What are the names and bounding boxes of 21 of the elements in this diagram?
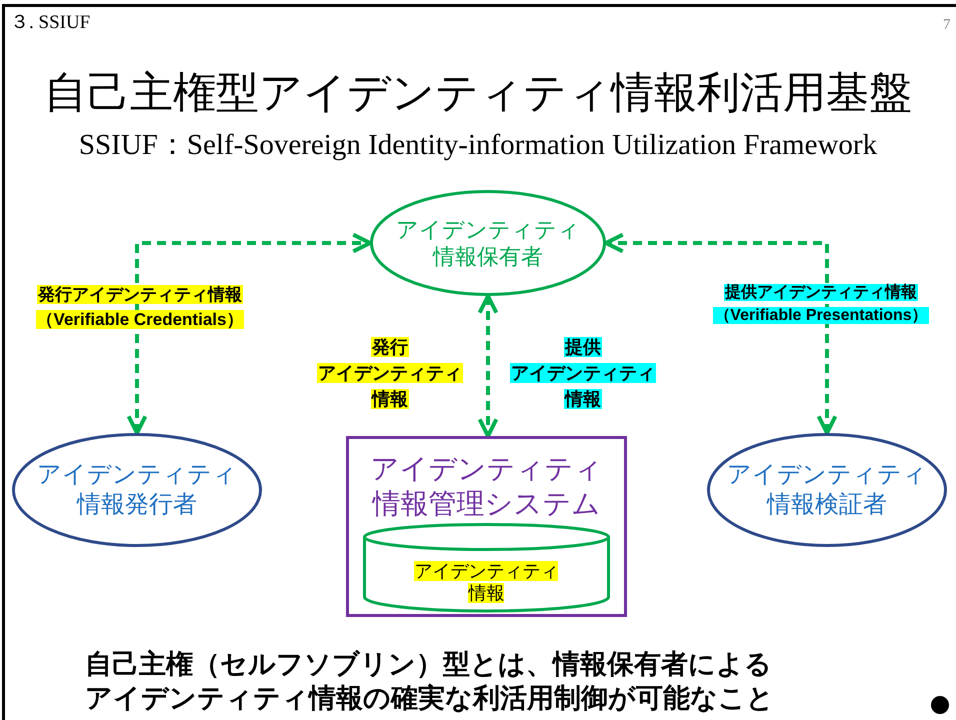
node-label: アイデンティティ情報発行者 — [36, 460, 238, 520]
summary-text: 自己主権（セルフソブリン）型とは、情報保有者によるアイデンティティ情報の確実な利活用制御が可能なこと — [85, 648, 775, 715]
dashed-arrow — [604, 232, 838, 435]
dashed-arrow — [126, 232, 372, 435]
node-label: アイデンティティ情報管理システム — [369, 452, 604, 521]
database-cylinder — [363, 523, 610, 611]
subtitle: SSIUF：Self-Sovereign Identity-information Utilization Framework — [78, 128, 878, 163]
arrow-label: 提供アイデンティティ情報 — [509, 336, 657, 412]
section-label: ３. SSIUF — [10, 12, 90, 35]
role-ellipse — [12, 433, 262, 547]
edge-label: 発行アイデンティティ情報（Verifiable Credentials） — [34, 284, 246, 331]
edge-label: 提供アイデンティティ情報（Verifiable Presentations） — [712, 282, 930, 326]
page-number: 7 — [943, 16, 950, 34]
role-ellipse — [707, 433, 947, 547]
edge-label: 発行アイデンティティ情報 — [316, 336, 464, 412]
node-label: アイデンティティ情報検証者 — [726, 460, 928, 520]
dashed-arrow — [478, 294, 498, 438]
node-label: アイデンティティ情報保有者 — [395, 216, 581, 270]
system-box — [346, 436, 627, 617]
slide-title: 自己主権型アイデンティティ情報利活用基盤 — [43, 70, 913, 118]
role-ellipse — [370, 190, 606, 296]
